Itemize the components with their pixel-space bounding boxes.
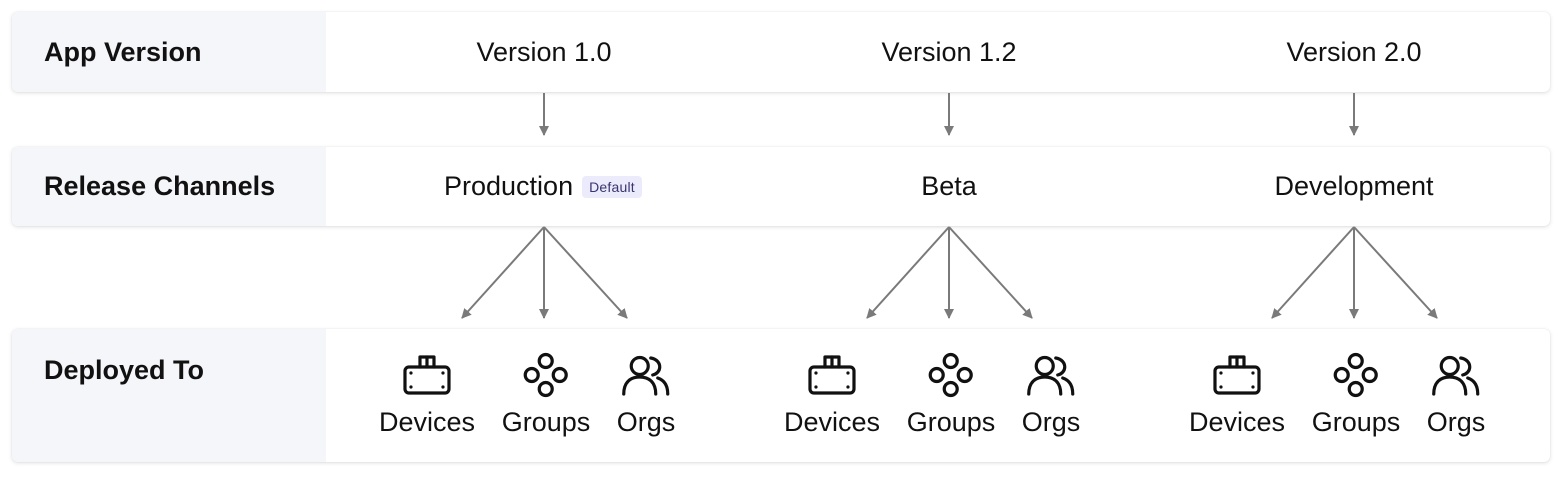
target-devices: Devices — [784, 351, 880, 438]
arrow-development-to-devices — [1271, 226, 1355, 319]
channel-development-name: Development — [1274, 171, 1434, 201]
deployed-to-label: Deployed To — [12, 329, 326, 462]
orgs-icon — [1432, 355, 1480, 396]
channel-production-name: Production — [444, 171, 574, 201]
target-groups-label: Groups — [501, 407, 591, 437]
version-2-0: Version 2.0 — [1286, 37, 1422, 67]
target-devices-label: Devices — [1188, 407, 1286, 437]
target-groups-label: Groups — [1311, 407, 1401, 437]
target-orgs: Orgs — [616, 351, 676, 438]
groups-icon — [928, 352, 974, 398]
target-orgs: Orgs — [1426, 351, 1486, 438]
device-icon — [1213, 355, 1261, 395]
app-version-label: App Version — [12, 12, 326, 92]
arrow-production-to-orgs — [543, 226, 628, 319]
target-devices-label: Devices — [783, 407, 881, 437]
release-channels-label: Release Channels — [12, 147, 326, 226]
groups-icon — [523, 352, 569, 398]
target-orgs: Orgs — [1021, 351, 1081, 438]
version-1-2: Version 1.2 — [881, 37, 1017, 67]
device-icon — [403, 355, 451, 395]
orgs-icon — [1027, 355, 1075, 396]
arrow-development-to-orgs — [1353, 226, 1438, 319]
groups-icon — [1333, 352, 1379, 398]
channel-beta-name: Beta — [921, 171, 977, 201]
target-groups: Groups — [501, 351, 591, 438]
target-groups: Groups — [906, 351, 996, 438]
default-badge: Default — [582, 175, 642, 198]
channel-development: Development — [1274, 171, 1433, 202]
target-devices-label: Devices — [378, 407, 476, 437]
version-1-0: Version 1.0 — [476, 37, 612, 67]
target-groups: Groups — [1311, 351, 1401, 438]
target-groups-label: Groups — [906, 407, 996, 437]
app-version-row: App Version Version 1.0 Version 1.2 Vers… — [12, 12, 1550, 92]
target-orgs-label: Orgs — [1426, 407, 1486, 437]
arrow-production-to-devices — [461, 226, 545, 319]
target-devices: Devices — [379, 351, 475, 438]
target-orgs-label: Orgs — [1021, 407, 1081, 437]
channel-beta: Beta — [921, 171, 977, 202]
arrow-beta-to-devices — [866, 226, 950, 319]
arrow-beta-to-orgs — [948, 226, 1033, 319]
channel-production: Production Default — [444, 171, 642, 202]
target-orgs-label: Orgs — [616, 407, 676, 437]
target-devices: Devices — [1189, 351, 1285, 438]
device-icon — [808, 355, 856, 395]
release-channels-row: Release Channels Production Default Beta… — [12, 147, 1550, 226]
deployed-to-row: Deployed To Devices Groups — [12, 329, 1550, 462]
orgs-icon — [622, 355, 670, 396]
